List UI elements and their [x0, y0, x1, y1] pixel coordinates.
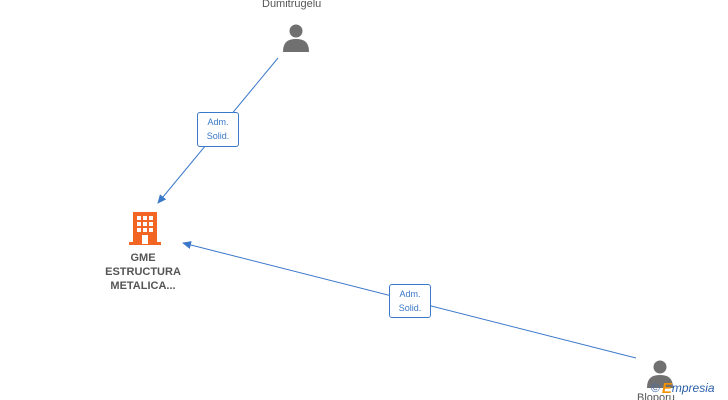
empresia-watermark: © E mpresia: [651, 378, 715, 398]
person-top-name[interactable]: Dumitrugelu: [262, 0, 322, 10]
company-name[interactable]: GME ESTRUCTURA METALICA...: [83, 251, 203, 293]
edge-label-line: Solid.: [398, 303, 422, 313]
edge-label-bottom[interactable]: Adm. Solid.: [389, 284, 431, 318]
edge-label-line: Adm.: [399, 289, 421, 299]
copyright-symbol: ©: [651, 381, 660, 395]
edge-label-line: Solid.: [206, 131, 230, 141]
building-icon[interactable]: [127, 210, 163, 246]
company-name-line: ESTRUCTURA: [105, 266, 181, 278]
company-name-line: METALICA...: [110, 280, 176, 292]
person-icon[interactable]: [281, 22, 311, 52]
person-bottom-name[interactable]: Bloporu: [637, 392, 675, 400]
brand-initial: E: [661, 379, 672, 397]
edge-label-line: Adm.: [207, 117, 229, 127]
company-name-line: GME: [130, 252, 156, 264]
brand-name: mpresia: [671, 381, 715, 395]
edge-label-top[interactable]: Adm. Solid.: [197, 112, 239, 147]
person-icon[interactable]: [645, 358, 675, 388]
